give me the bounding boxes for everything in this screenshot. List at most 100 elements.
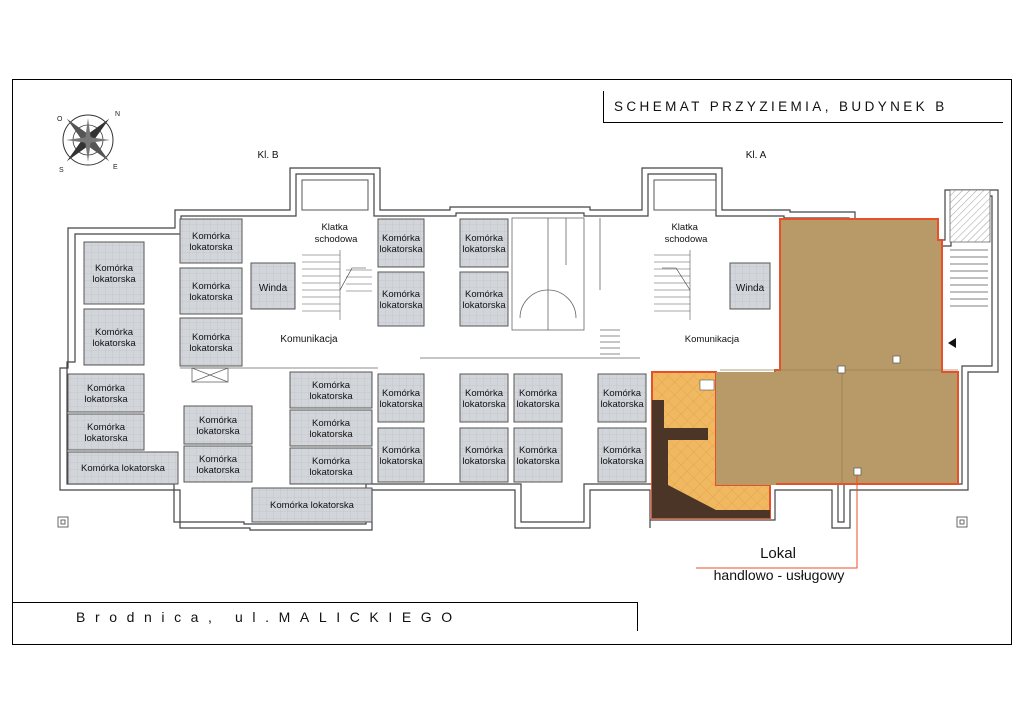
storage-cell-shape — [179, 317, 243, 367]
storage-cell-shape — [459, 373, 509, 423]
storage-cell-shape — [183, 445, 253, 483]
elevator-b-label: Winda — [259, 283, 288, 294]
storage-cell-shape — [251, 487, 373, 523]
elevator-a: Winda — [729, 262, 771, 310]
elevator-a-label: Winda — [736, 283, 765, 294]
commercial-unit-label-1: Lokal — [760, 545, 796, 562]
interior-walls — [180, 217, 640, 383]
corridor-a-label: Komunikacja — [685, 334, 740, 345]
compass-icon: N O E S — [57, 111, 120, 174]
storage-cell-shape — [83, 308, 145, 366]
storage-cell-shape — [459, 218, 509, 268]
storage-cell-shape — [83, 241, 145, 305]
storage-cell-shape — [183, 405, 253, 445]
corridor-b-label: Komunikacja — [280, 334, 338, 345]
storage-cell-shape — [377, 218, 425, 268]
stair-tower-b — [301, 179, 372, 320]
compass-s: S — [59, 167, 64, 174]
external-stairs — [948, 189, 991, 348]
compass-o: O — [57, 116, 63, 123]
stairwell-a-line1: Klatka — [671, 222, 698, 233]
compass-n: N — [115, 111, 120, 118]
storage-cell-shape — [67, 451, 179, 485]
stairwell-b-line2: schodowa — [315, 234, 358, 245]
stair-b-label: Kl. B — [257, 150, 278, 161]
stairwell-a-label: Klatka schodowa — [665, 222, 708, 245]
elevator-b: Winda — [250, 262, 296, 310]
storage-cell-shape — [513, 373, 563, 423]
storage-cell-shape — [67, 373, 145, 413]
storage-cell-shape — [513, 427, 563, 483]
storage-cell-label: Komórka lokatorska — [270, 500, 355, 511]
storage-cell-shape — [289, 371, 373, 409]
drawing-frame — [12, 79, 1012, 645]
title-block: SCHEMAT PRZYZIEMIA, BUDYNEK B — [603, 91, 1003, 123]
storage-cell-shape — [289, 447, 373, 485]
stairwell-b-line1: Klatka — [321, 222, 348, 233]
stair-tower-a — [653, 179, 717, 320]
storage-cell-shape — [289, 409, 373, 447]
stair-a-label: Kl. A — [746, 150, 767, 161]
plan-title: SCHEMAT PRZYZIEMIA, BUDYNEK B — [614, 99, 948, 114]
compass-e: E — [113, 164, 118, 171]
storage-cell-shape — [67, 413, 145, 451]
address-label: Brodnica, ul.MALICKIEGO — [76, 609, 462, 625]
storage-cell-shape — [459, 427, 509, 483]
commercial-unit-label-2: handlowo - usługowy — [714, 567, 845, 583]
storage-cell-shape — [377, 427, 425, 483]
storage-cell-shape — [377, 373, 425, 423]
stairwell-b-label: Klatka schodowa — [315, 222, 358, 245]
storage-cell-shape — [459, 271, 509, 327]
storage-cell-shape — [179, 267, 243, 315]
room-labels: Kl. B Kl. A Klatka schodowa Klatka schod… — [257, 150, 766, 345]
storage-cell-shape — [179, 218, 243, 264]
storage-cell: Komórka lokatorska — [67, 451, 179, 485]
storage-cell: Komórka lokatorska — [251, 487, 373, 523]
